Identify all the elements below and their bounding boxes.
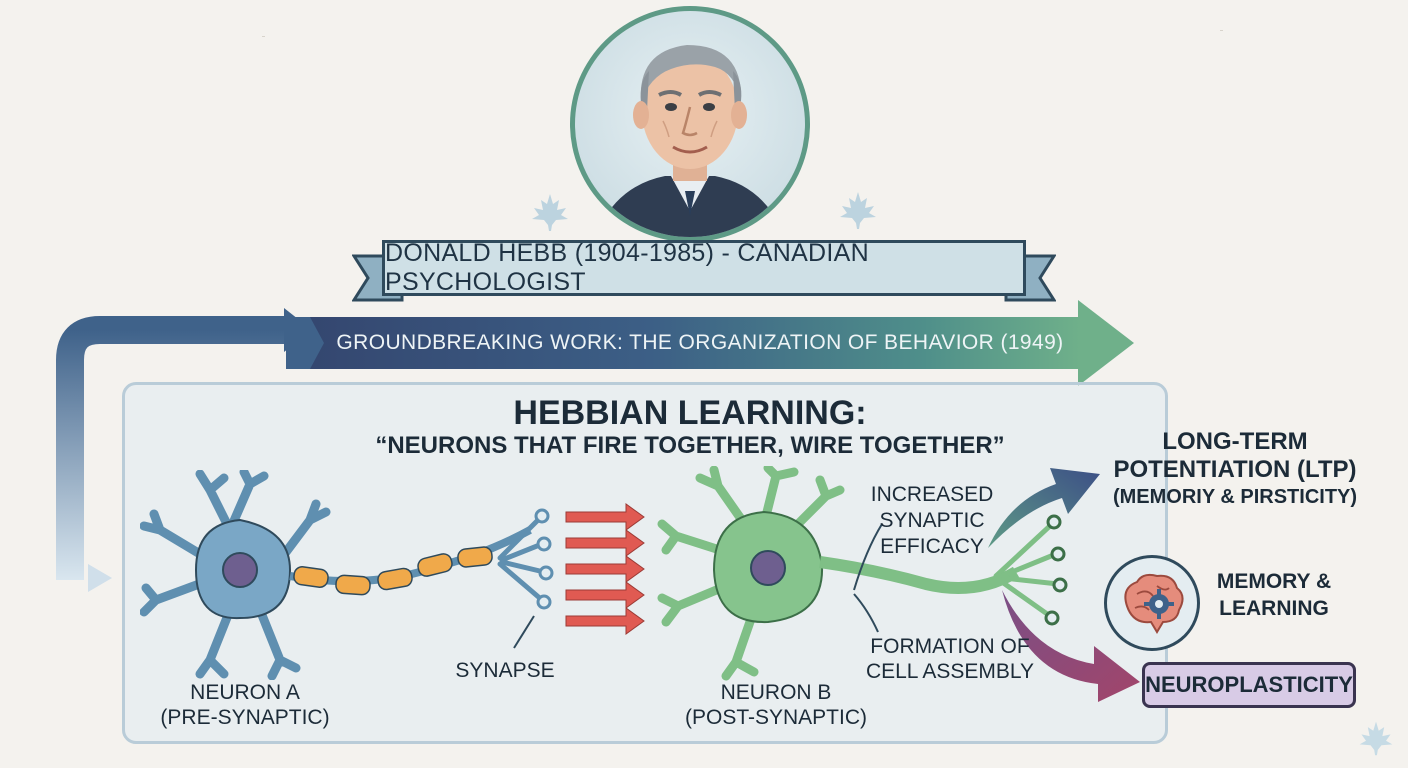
assembly-line-2: CELL ASSEMBLY [865,660,1035,683]
work-band-tail [286,317,324,369]
assembly-pointer [853,593,879,633]
arrow-to-ltp [988,468,1100,548]
synapse-label: SYNAPSE [455,659,555,682]
neuron-a-illustration [140,470,554,680]
memory-line-1: MEMORY & [1216,570,1332,593]
neuroplasticity-box: NEUROPLASTICITY [1142,662,1356,708]
ltp-line-3: (MEMORIY & PIRSTICITY) [1112,486,1358,508]
ltp-line-2: POTENTIATION (LTP) [1113,456,1357,483]
portrait-frame [570,6,810,242]
background-speck [262,36,265,37]
signal-arrows [565,503,645,635]
neuron-b-label: NEURON B (POST-SYNAPTIC) [676,680,876,730]
memory-circle [1104,555,1200,651]
ltp-line-1: LONG-TERM [1162,428,1308,455]
memory-label: MEMORY & LEARNING [1204,568,1344,622]
maple-leaf-icon [840,192,876,229]
arrow-to-neuroplasticity [1002,590,1140,702]
brain-gear-icon [1124,573,1184,634]
neuron-b-illustration [657,466,1068,681]
neuron-a-label: NEURON A (PRE-SYNAPTIC) [150,680,340,730]
portrait-illustration [595,45,785,237]
work-band-arrowhead [1078,300,1134,386]
hebbian-title: HEBBIAN LEARNING: [513,394,867,432]
main-panel [122,382,1168,744]
neuron-b-role: (POST-SYNAPTIC) [684,706,868,729]
synapse-pointer [513,615,535,649]
efficacy-label: INCREASED SYNAPTIC EFFICACY [864,482,1000,560]
ltp-label: LONG-TERM POTENTIATION (LTP) (MEMORIY & … [1104,428,1366,510]
hebbian-quote: “NEURONS THAT FIRE TOGETHER, WIRE TOGETH… [375,432,1005,459]
efficacy-pointer [853,523,883,591]
memory-line-2: LEARNING [1219,597,1329,620]
work-band: GROUNDBREAKING WORK: THE ORGANIZATION OF… [300,317,1080,369]
maple-leaf-icon [1359,721,1393,756]
efficacy-line-2: SYNAPTIC [879,509,985,532]
assembly-line-1: FORMATION OF [870,635,1030,658]
maple-leaf-icon [532,194,568,231]
assembly-label: FORMATION OF CELL ASSEMBLY [862,634,1038,684]
efficacy-line-1: INCREASED [870,483,994,506]
title-banner: DONALD HEBB (1904-1985) - CANADIAN PSYCH… [382,239,1026,296]
efficacy-line-3: EFFICACY [880,535,984,558]
neuron-a-name: NEURON A [190,681,300,704]
neuron-a-role: (PRE-SYNAPTIC) [160,706,330,729]
background-speck [1220,30,1223,31]
neuron-b-name: NEURON B [720,681,832,704]
